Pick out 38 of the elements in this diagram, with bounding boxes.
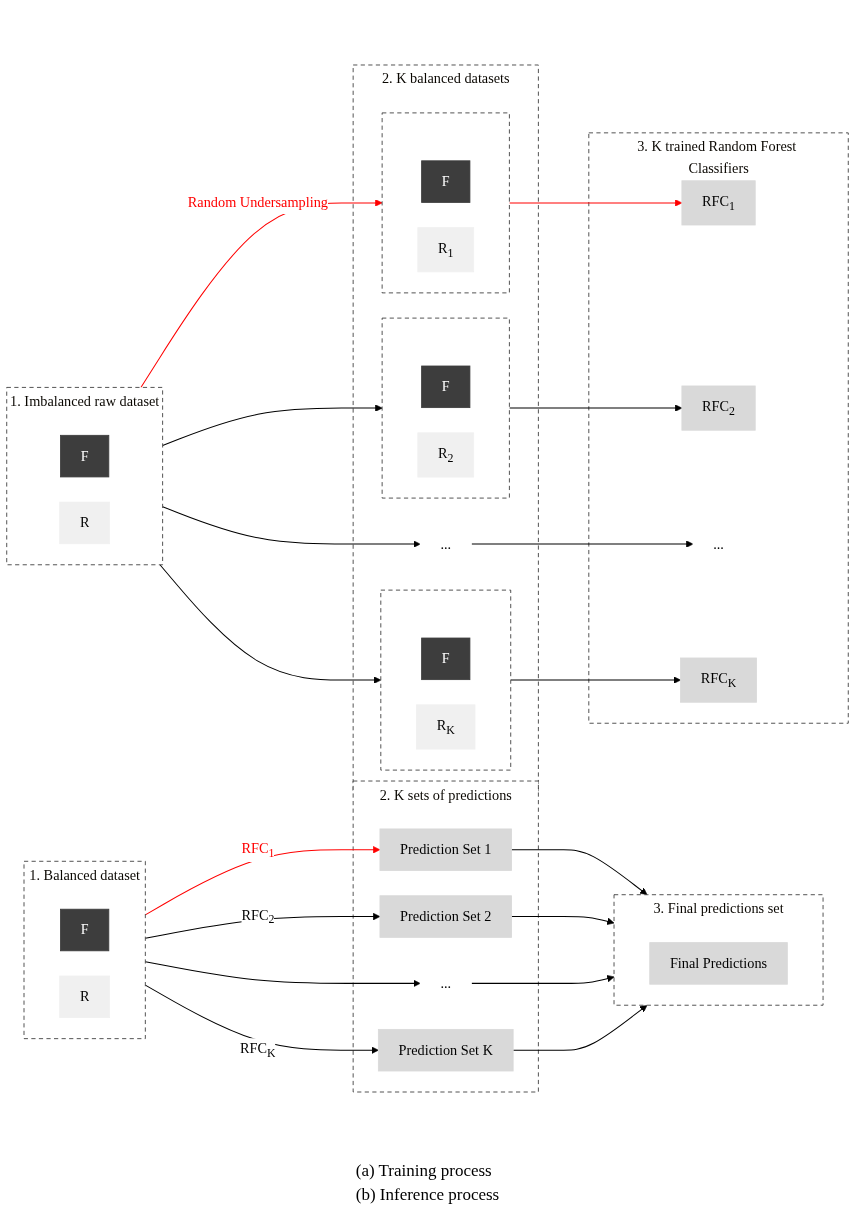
cluster: [380, 589, 512, 771]
figure-caption: (b) Inference process: [355, 1185, 500, 1205]
arrow: [144, 984, 379, 1054]
node-box: RFC$_{K}$: [680, 657, 757, 703]
arrow: [511, 849, 648, 896]
arrow: [510, 676, 681, 684]
node-box: Final Predictions: [649, 942, 788, 985]
cluster: [381, 112, 510, 294]
node-box: RFC$_{1}$: [681, 180, 756, 226]
arrow: [470, 974, 615, 984]
edge-label: RFC$_{K}$: [240, 1040, 276, 1060]
arrow: [162, 506, 421, 548]
edge-label: RFC$_{1}$: [241, 840, 275, 860]
arrow: [144, 846, 381, 916]
node-text: ...: [713, 535, 724, 552]
node-text: ...: [440, 535, 452, 552]
figure-caption: (a) Training process: [355, 1161, 493, 1181]
edge-label: RFC$_{2}$: [241, 907, 275, 926]
node-text: ...: [440, 975, 452, 992]
node-box: F: [421, 365, 471, 409]
arrow: [512, 1004, 648, 1051]
edge-label: Random Undersampling: [187, 194, 328, 211]
arrow: [162, 404, 383, 446]
arrow: [508, 199, 683, 207]
node-box: Prediction Set 2: [379, 895, 512, 938]
arrow: [508, 404, 683, 412]
node-box: F: [60, 434, 110, 478]
arrow: [159, 564, 382, 684]
arrow: [470, 540, 694, 548]
arrow: [144, 961, 421, 988]
node-box: F: [421, 637, 471, 681]
node-box: RFC$_{2}$: [681, 385, 756, 431]
cluster: [381, 317, 510, 499]
node-box: F: [60, 908, 110, 952]
node-box: Prediction Set 1: [379, 828, 512, 871]
node-box: F: [421, 160, 471, 203]
arrow: [511, 916, 615, 925]
node-box: Prediction Set K: [377, 1029, 514, 1072]
